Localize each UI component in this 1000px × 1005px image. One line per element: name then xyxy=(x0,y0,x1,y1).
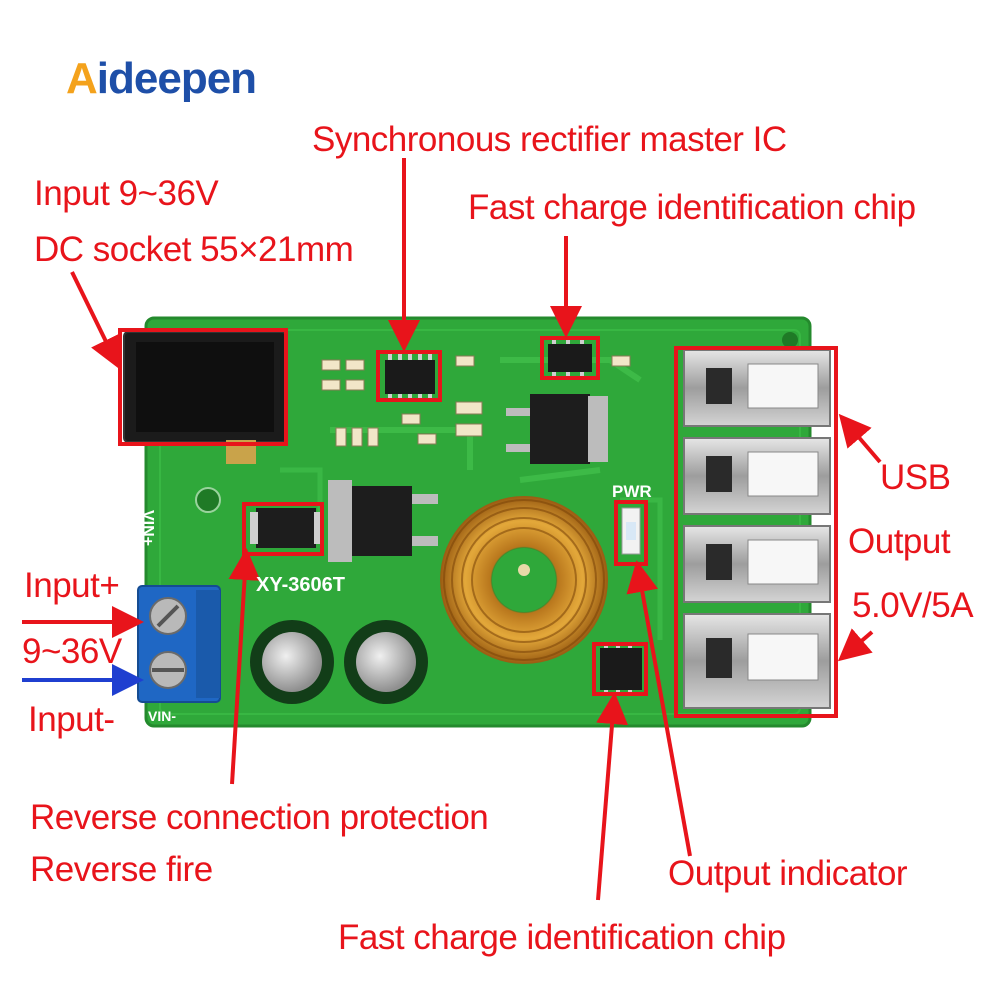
label-input-plus: Input+ xyxy=(24,566,120,605)
brand-logo: Aideepen xyxy=(66,54,257,103)
board-pwr: PWR xyxy=(612,482,652,501)
board-vin-plus: VIN+ xyxy=(139,510,156,547)
label-output-indicator: Output indicator xyxy=(668,854,908,893)
label-output: Output xyxy=(848,522,951,561)
label-reverse-fire: Reverse fire xyxy=(30,850,213,889)
usb-ports xyxy=(683,349,831,709)
mosfet-center xyxy=(350,486,412,556)
fast-charge-chip-top xyxy=(548,344,592,372)
label-input-minus: Input- xyxy=(28,700,115,739)
label-fast-charge-top: Fast charge identification chip xyxy=(468,188,916,227)
label-sync-rectifier: Synchronous rectifier master IC xyxy=(312,120,787,159)
label-fast-charge-bottom: Fast charge identification chip xyxy=(338,918,786,957)
sync-rectifier-ic xyxy=(385,360,435,394)
mosfet-top xyxy=(530,394,590,464)
label-usb: USB xyxy=(880,458,951,497)
annotation-arrows xyxy=(22,158,882,901)
board-model: XY-3606T xyxy=(256,574,345,596)
board-vin-minus: VIN- xyxy=(148,708,176,724)
label-reverse-protection: Reverse connection protection xyxy=(30,798,489,837)
label-input-range: 9~36V xyxy=(22,632,122,671)
fast-charge-chip-bottom xyxy=(600,648,642,690)
label-output-rating: 5.0V/5A xyxy=(852,586,974,625)
label-input-voltage: Input 9~36V xyxy=(34,174,219,213)
protection-diode xyxy=(256,508,316,548)
label-dc-socket: DC socket 55×21mm xyxy=(34,230,354,269)
